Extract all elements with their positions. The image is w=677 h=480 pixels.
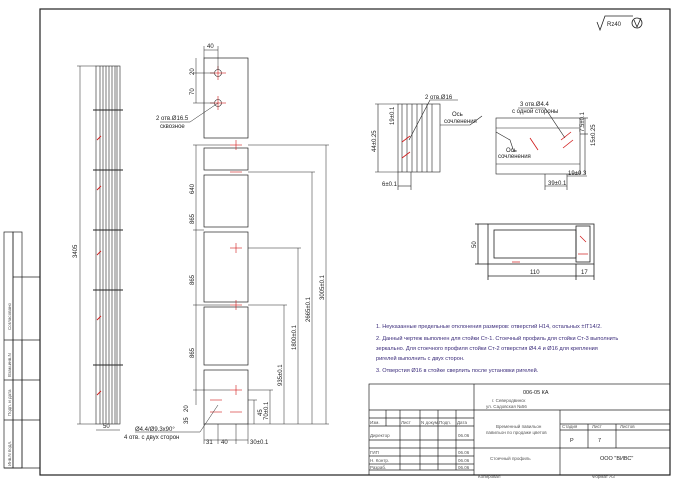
dim-sec-17: 17 bbox=[581, 270, 588, 276]
dim-sec-39: 39±0.1 bbox=[548, 181, 567, 187]
tb-h-list: Лист bbox=[401, 420, 411, 425]
roughness-symbol bbox=[596, 15, 643, 32]
side-stamp-inv-original: Инв.N подл. bbox=[7, 441, 12, 466]
dim-70: 70±0.1 bbox=[264, 401, 270, 420]
tb-date-1: 06.06 bbox=[458, 433, 470, 438]
tb-role-dev: Разраб. bbox=[370, 465, 386, 470]
front-dim-lines bbox=[193, 46, 329, 444]
callout-axis-2: Ось bbox=[506, 148, 517, 154]
note-2b: зеркально. Для стоечного профиля стойки … bbox=[376, 345, 598, 352]
tb-stage: Р bbox=[570, 438, 574, 444]
profile-left-red-marks bbox=[96, 135, 102, 396]
dim-bottom-20: 20 bbox=[184, 405, 190, 412]
tb-date-3: 06.06 bbox=[458, 458, 470, 463]
tb-col-stage: Стадия bbox=[562, 424, 578, 429]
callout-axis-2b: сочленения bbox=[498, 154, 531, 160]
callout-bottom-holes-leader bbox=[135, 404, 219, 433]
dim-overall-left bbox=[77, 65, 96, 425]
dim-1800: 1800±0.1 bbox=[292, 324, 298, 350]
tb-doc-title-2: павильон по продаже цветов bbox=[486, 430, 547, 435]
dim-pitch-2: 865 bbox=[190, 213, 196, 224]
tb-date-4: 06.06 bbox=[458, 465, 470, 470]
tb-col-sheet: Лист bbox=[592, 424, 602, 429]
callout-3-holes: 3 отв.Ø4.4 bbox=[520, 102, 549, 108]
dim-sec-7: 7.5±0.1 bbox=[580, 111, 586, 132]
callout-bottom-holes: Ø4.4/Ø9.3х90° bbox=[135, 427, 175, 433]
dim-3005: 3005±0.1 bbox=[320, 274, 326, 300]
sheet-frame bbox=[39, 8, 671, 476]
dim-bottom-35: 35 bbox=[184, 417, 190, 424]
note-2c: ригелей выполнить с двух сторон. bbox=[376, 355, 465, 362]
tb-h-date: Дата bbox=[457, 420, 467, 425]
dim-pitch-3: 865 bbox=[190, 274, 196, 285]
dim-profile-width: 40 bbox=[207, 44, 214, 50]
tb-format: Формат А3 bbox=[592, 474, 615, 479]
dim-pitch-4: 865 bbox=[190, 347, 196, 358]
dim-sec-6: 6±0.1 bbox=[382, 182, 398, 188]
note-2a: 2. Данный чертеж выполнен для стойки Ст-… bbox=[376, 335, 618, 342]
dim-bottom-40: 40 bbox=[221, 440, 228, 446]
callout-axis-1: Ось bbox=[452, 112, 463, 118]
tb-col-sheets: Листов bbox=[620, 424, 635, 429]
dim-bottom-45: 45 bbox=[258, 409, 264, 416]
side-stamp-replace-inv: Взам.инв.N bbox=[7, 353, 12, 377]
tb-sheet: 7 bbox=[598, 438, 601, 444]
dim-sec-50: 50 bbox=[472, 241, 478, 248]
dim-hole-offset: 20 bbox=[190, 68, 196, 75]
dim-sec-15: 15±0.25 bbox=[591, 124, 597, 146]
detail-section-b bbox=[495, 107, 588, 190]
tb-company: ООО "ВИВС" bbox=[600, 456, 633, 462]
detail-section-a-red bbox=[401, 135, 411, 159]
side-stamp-agreed: Согласовано bbox=[7, 302, 12, 330]
dim-935: 935±0.1 bbox=[278, 364, 284, 386]
tb-code: 006-05 КА bbox=[523, 390, 549, 396]
profile-front-centerlines bbox=[210, 66, 242, 413]
note-1: 1. Неуказанные предельные отклонения раз… bbox=[376, 323, 602, 330]
dim-long-length: 3405 bbox=[73, 244, 79, 258]
tb-copied: Копировал bbox=[478, 474, 501, 479]
detail-section-b-red bbox=[529, 131, 574, 151]
dim-sec-19: 19±0.1 bbox=[390, 106, 396, 125]
dim-sec-110: 110 bbox=[530, 270, 540, 276]
tb-role-gip: ГИП bbox=[370, 450, 379, 455]
side-stamp bbox=[3, 231, 40, 469]
dim-2665: 2665±0.1 bbox=[306, 296, 312, 322]
dim-bottom-31: 31 bbox=[206, 440, 213, 446]
dim-sec-19b: 19±0.3 bbox=[568, 171, 587, 177]
profile-left-view bbox=[95, 65, 121, 425]
tb-doc-title-1: Временный павильон bbox=[496, 423, 542, 429]
cross-section-red bbox=[512, 235, 588, 263]
callout-axis-1b: сочленения bbox=[444, 119, 477, 125]
tb-date-2: 06.06 bbox=[458, 450, 470, 455]
callout-bottom-holes-2: 4 отв. с двух сторон bbox=[124, 435, 179, 441]
callout-top-holes-2: сквозное bbox=[160, 124, 185, 130]
tb-place: г. Северодвинск bbox=[492, 398, 525, 403]
profile-front-view bbox=[203, 57, 249, 425]
tb-address: ул. Садовская №56 bbox=[486, 404, 527, 409]
tb-part-name: Стоечный профиль bbox=[490, 455, 531, 461]
dim-pitch-1: 640 bbox=[190, 183, 196, 194]
roughness-label: Rz40 bbox=[607, 22, 622, 28]
profile-left-breaks bbox=[93, 109, 123, 366]
callout-top-holes: 2 отв.Ø16.5 bbox=[156, 116, 189, 122]
callout-2x16: 2 отв.Ø16 bbox=[425, 95, 453, 101]
dim-sec-v: 44±0.25 bbox=[372, 130, 378, 152]
title-block bbox=[368, 383, 671, 476]
callout-top-holes-leader bbox=[160, 102, 219, 123]
callout-3-holes-2: с одной стороны bbox=[512, 108, 558, 115]
note-3: 3. Отверстия Ø16 в стойке сверлить после… bbox=[376, 367, 539, 374]
dim-left-width-label: 50 bbox=[103, 424, 110, 430]
tb-h-izm: Изм. bbox=[370, 420, 380, 425]
tb-role-director: Директор bbox=[370, 433, 390, 438]
tb-role-control: Н. Контр. bbox=[370, 458, 389, 463]
dim-bottom-30: 30±0.1 bbox=[250, 440, 269, 446]
cross-section bbox=[475, 223, 595, 280]
tb-h-sign: Подп. bbox=[439, 420, 451, 425]
tb-h-doc: N докум. bbox=[421, 420, 439, 425]
side-stamp-sign-date: Подп. и дата bbox=[7, 389, 12, 416]
dim-hole-spacing: 70 bbox=[190, 88, 196, 95]
